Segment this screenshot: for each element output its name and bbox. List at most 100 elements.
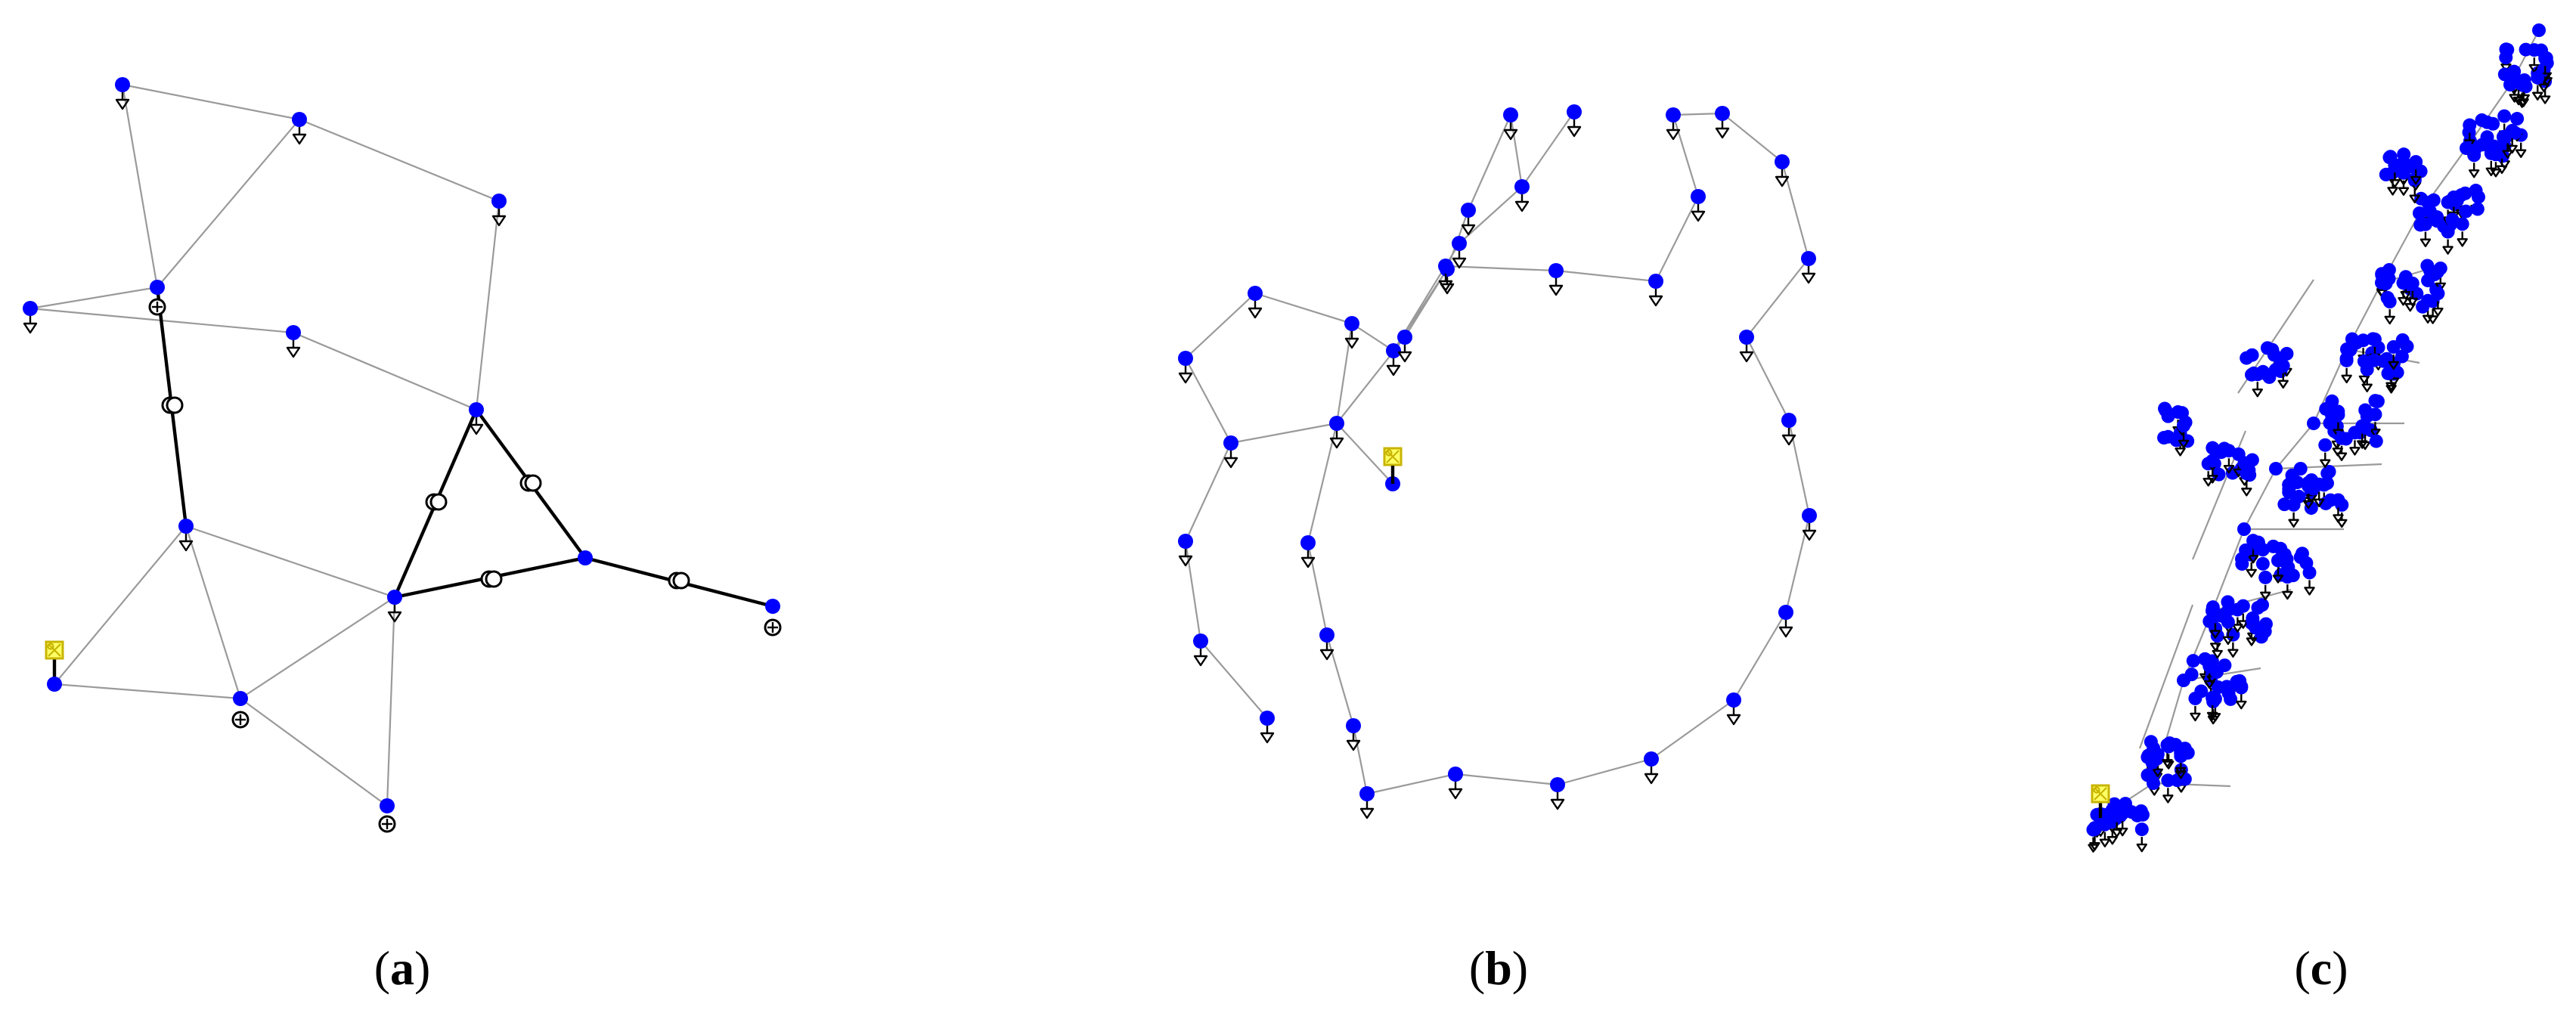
pipe [54,525,187,685]
pipe [1185,358,1232,444]
demand-triangle-icon [1397,351,1412,363]
junction-node [1223,435,1238,451]
junction-node [1778,605,1793,620]
pipe [1746,258,1809,338]
junction-node [2459,204,2473,218]
junction-node [1178,534,1193,549]
junction-node [2118,798,2132,813]
demand-triangle-icon [2304,587,2315,596]
demand-triangle-icon [2209,643,2221,652]
demand-triangle-icon [1260,732,1275,744]
junction-node [2302,479,2316,494]
demand-triangle-icon [1514,200,1530,212]
demand-triangle-icon [2538,83,2550,93]
junction-node [2428,210,2442,225]
junction-node [2134,822,2149,837]
demand-triangle-icon [2516,149,2527,158]
junction-node [1248,286,1263,301]
junction-node [2255,598,2270,612]
junction-node [578,550,593,565]
junction-node [2388,158,2402,172]
demand-triangle-icon [1778,626,1793,638]
pipe [1672,114,1700,197]
junction-node [2245,453,2259,467]
demand-triangle-icon [2246,568,2257,578]
demand-triangle-icon [1319,649,1334,661]
junction-node [2500,42,2515,57]
junction-node [1775,154,1790,169]
demand-triangle-icon [2106,836,2119,845]
pipe [157,119,300,288]
junction-node [47,677,62,692]
caption-a: (a) [374,941,431,995]
pipe [1351,323,1394,352]
junction-node [2369,434,2383,448]
pipe [185,525,395,599]
demand-triangle-icon [1726,714,1741,726]
junction-node [2255,556,2270,571]
pipe [2138,604,2194,749]
pipe [1521,111,1575,187]
junction-node [1359,786,1375,801]
pipe [1366,773,1456,795]
pipe [1230,422,1338,444]
pipe [1336,423,1393,485]
demand-triangle-icon [2341,374,2352,384]
demand-triangle-icon [1193,655,1208,667]
pipe [1784,515,1811,613]
demand-triangle-icon [2361,383,2373,392]
junction-node [1193,633,1208,649]
pipe [1445,265,1557,272]
junction-node [2240,351,2254,365]
pipe [1200,640,1268,719]
demand-triangle-icon [2314,498,2325,507]
demand-triangle-icon [491,215,507,227]
junction-node [2145,755,2159,770]
junction-node [2235,556,2249,571]
pipe [1335,323,1353,424]
demand-triangle-icon [1801,272,1816,284]
junction-node [1567,104,1582,119]
pipe [2243,468,2277,530]
demand-triangle-icon [2236,700,2247,710]
demand-triangle-icon [2539,95,2551,104]
junction-node [1715,106,1730,121]
demand-triangle-icon [1248,307,1263,319]
junction-node [1319,627,1334,643]
junction-node [2282,485,2296,500]
junction-node [2258,617,2273,631]
junction-node [2460,141,2473,155]
demand-triangle-icon [2485,167,2497,177]
demand-triangle-icon [2252,389,2263,398]
junction-node [1644,751,1659,767]
junction-node [1344,316,1359,331]
network-panel-b [1178,104,1817,819]
junction-node [1666,107,1681,122]
pipe [1307,542,1328,636]
demand-triangle-icon [2246,637,2258,646]
junction-node [2366,332,2380,346]
junction-node [2431,287,2445,301]
demand-triangle-icon [2282,590,2293,600]
demand-triangle-icon [2162,795,2174,804]
demand-triangle-icon [2207,475,2218,484]
junction-node [2134,804,2148,818]
demand-triangle-icon [1448,788,1463,800]
junction-node [2293,462,2308,476]
network-panel-a [23,77,782,833]
junction-node [1548,263,1564,278]
network-panel-c [2086,23,2554,853]
pipe [299,118,500,203]
demand-triangle-icon [2336,452,2348,461]
junction-node [2236,599,2250,613]
demand-triangle-icon [2178,439,2190,449]
demand-triangle-icon [2502,150,2513,159]
junction-node [2262,370,2277,384]
junction-node [2178,772,2192,786]
junction-node [2381,366,2395,380]
junction-node [2413,206,2426,220]
demand-triangle-icon [2241,488,2252,497]
demand-triangle-icon [2227,649,2239,658]
junction-node [1461,203,1476,218]
junction-node [2484,146,2498,160]
